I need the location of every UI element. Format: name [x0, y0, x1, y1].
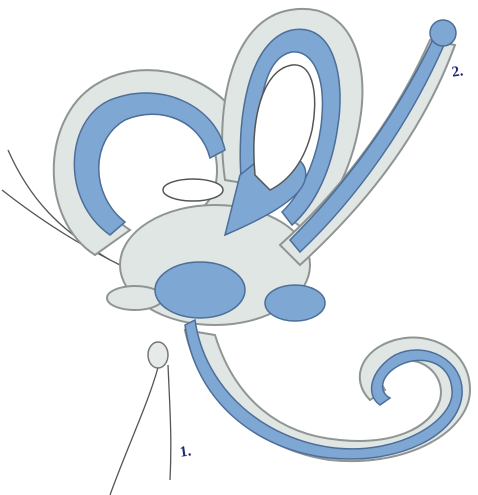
round-window — [148, 342, 168, 368]
label-two: 2. — [451, 63, 465, 81]
label-one: 1. — [179, 443, 193, 461]
